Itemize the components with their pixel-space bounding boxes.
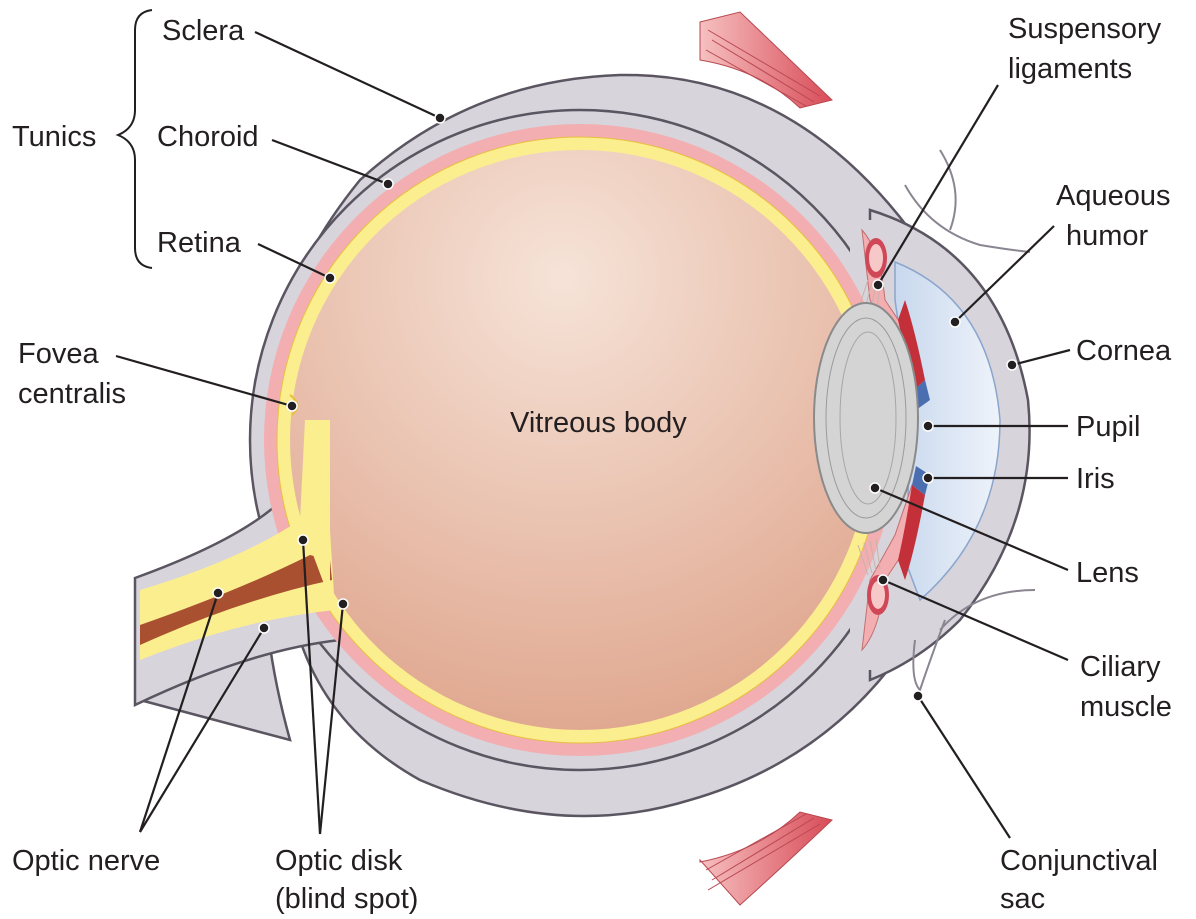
label-iris: Iris (1076, 463, 1115, 495)
label-fovea-line2: centralis (18, 378, 126, 410)
label-conjunctival-line2: sac (1000, 883, 1045, 915)
label-tunics: Tunics (12, 121, 96, 153)
label-fovea-line1: Fovea (18, 338, 99, 370)
label-optic-disk-line2: (blind spot) (275, 883, 418, 915)
label-conjunctival-line1: Conjunctival (1000, 845, 1158, 877)
label-sclera: Sclera (162, 15, 245, 47)
label-aqueous-line2: humor (1066, 220, 1149, 252)
label-suspensory-line1: Suspensory (1008, 13, 1162, 45)
label-optic-disk-line1: Optic disk (275, 845, 403, 877)
label-ciliary-line1: Ciliary (1080, 651, 1161, 683)
label-optic-nerve: Optic nerve (12, 845, 160, 877)
label-cornea: Cornea (1076, 335, 1172, 367)
label-choroid: Choroid (157, 121, 259, 153)
label-ciliary-line2: muscle (1080, 691, 1172, 723)
label-suspensory-line2: ligaments (1008, 53, 1132, 85)
label-retina: Retina (157, 227, 242, 259)
label-lens: Lens (1076, 557, 1139, 589)
vitreous-body (290, 150, 870, 730)
label-pupil: Pupil (1076, 411, 1141, 443)
lower-muscle (700, 812, 832, 905)
label-aqueous-line1: Aqueous (1056, 180, 1171, 212)
label-vitreous-body: Vitreous body (510, 407, 687, 439)
tunics-brace (118, 10, 152, 268)
